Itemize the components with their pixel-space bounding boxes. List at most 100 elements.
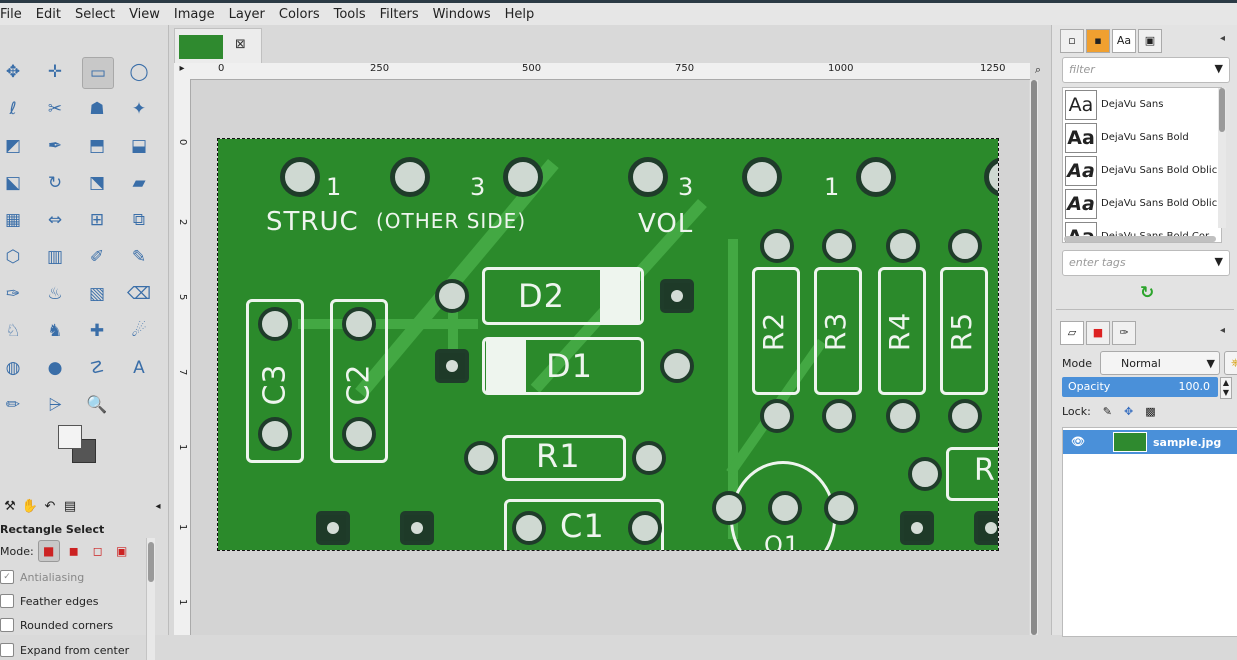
canvas-vertical-scrollbar[interactable] (1030, 80, 1038, 635)
image-tab[interactable]: ⊠ (174, 28, 262, 63)
font-item[interactable]: Aa DejaVu Sans Bold (1063, 121, 1221, 154)
menu-image[interactable]: Image (173, 6, 215, 22)
paths-tab-icon[interactable]: ✑ (1112, 321, 1136, 345)
menu-edit[interactable]: Edit (35, 6, 61, 22)
scissors-icon[interactable]: ✂ (47, 99, 63, 119)
scale-icon[interactable]: ⬔ (88, 173, 106, 193)
lock-position-icon[interactable]: ✥ (1124, 405, 1134, 418)
path-icon[interactable]: ⩥ (48, 395, 62, 415)
zoom-icon[interactable]: ⌕ (1034, 63, 1042, 76)
rounded-checkbox[interactable] (0, 618, 14, 632)
fg-select-icon[interactable]: ☗ (89, 99, 105, 119)
menu-windows[interactable]: Windows (432, 6, 491, 22)
gradient-icon[interactable]: ▥ (46, 247, 64, 267)
panel-menu-icon[interactable]: ◂ (1220, 33, 1226, 44)
rounded-option[interactable]: Rounded corners (0, 618, 113, 632)
ink-icon[interactable]: ♨ (47, 284, 63, 304)
color-swatches[interactable] (58, 425, 98, 465)
tool-options-scrollbar[interactable] (146, 538, 155, 660)
airbrush-icon[interactable]: ✑ (5, 284, 21, 304)
menu-colors[interactable]: Colors (278, 6, 320, 22)
antialiasing-checkbox[interactable]: ✓ (0, 570, 14, 584)
unified-transform-icon[interactable]: ⬓ (130, 136, 148, 156)
channels-tab-icon[interactable]: ■ (1086, 321, 1110, 345)
font-item[interactable]: Aa DejaVu Sans (1063, 88, 1221, 121)
layer-mode-switch[interactable]: ⎈ ▼ (1223, 351, 1237, 375)
crop-icon[interactable]: ⬕ (4, 173, 22, 193)
visibility-eye-icon[interactable]: 👁 (1071, 435, 1085, 448)
eraser-icon[interactable]: ⌫ (126, 284, 152, 304)
font-item[interactable]: Aa DejaVu Sans Bold Oblic (1063, 154, 1221, 187)
bucket-fill-icon[interactable]: ⬡ (5, 247, 21, 267)
patterns-tab-icon[interactable]: ▪ (1086, 29, 1110, 53)
paths-icon[interactable]: ✒ (47, 136, 63, 156)
zoom-icon[interactable]: 🔍 (86, 395, 108, 415)
fuzzy-select-icon[interactable]: ✦ (131, 99, 147, 119)
menu-tools[interactable]: Tools (333, 6, 366, 22)
perspective-clone-icon[interactable]: ✚ (89, 321, 105, 341)
warp-icon[interactable]: ⧉ (132, 210, 146, 230)
cage-icon[interactable]: ⊞ (89, 210, 105, 230)
menu-help[interactable]: Help (504, 6, 535, 22)
layer-item[interactable]: 👁 sample.jpg (1063, 430, 1237, 454)
pencil-icon[interactable]: ✎ (131, 247, 147, 267)
opacity-slider[interactable]: Opacity 100.0 (1062, 377, 1218, 397)
ellipse-select-icon[interactable]: ◯ (129, 62, 149, 82)
images-icon[interactable]: ▤ (63, 498, 77, 514)
brushes-tab-icon[interactable]: ▫ (1060, 29, 1084, 53)
tags-input[interactable]: enter tags ▼ (1062, 250, 1230, 276)
mode-add-button[interactable]: ◼ (68, 544, 79, 558)
lock-alpha-icon[interactable]: ▩ (1145, 405, 1156, 418)
menu-layer[interactable]: Layer (228, 6, 265, 22)
vertical-ruler[interactable]: 0 2 5 7 1 1 1 (174, 79, 191, 635)
font-item[interactable]: Aa DejaVu Sans Bold Oblic (1063, 187, 1221, 220)
mode-intersect-button[interactable]: ▣ (116, 544, 128, 558)
clone-icon[interactable]: ♘ (5, 321, 21, 341)
close-icon[interactable]: ⊠ (235, 37, 246, 52)
font-list[interactable]: Aa DejaVu Sans Aa DejaVu Sans Bold Aa De… (1062, 87, 1222, 243)
mode-subtract-button[interactable]: ◻ (92, 544, 103, 558)
font-list-hscrollbar[interactable] (1064, 236, 1216, 242)
menu-view[interactable]: View (129, 6, 160, 22)
chevron-down-icon[interactable]: ▼ (1214, 255, 1223, 268)
rect-select-icon[interactable]: ▭ (82, 57, 114, 89)
layers-list[interactable]: 👁 sample.jpg (1062, 427, 1237, 637)
menu-file[interactable]: File (0, 6, 22, 22)
fonts-tab-icon[interactable]: Aa (1112, 29, 1136, 53)
font-list-scrollbar[interactable] (1218, 88, 1226, 228)
quick-mask-toggle[interactable]: ▸ (174, 63, 191, 80)
tool-options-icon[interactable]: ⚒ (4, 498, 16, 514)
dodge-icon[interactable]: ◍ (5, 358, 21, 378)
menu-filters[interactable]: Filters (379, 6, 419, 22)
lock-pixels-icon[interactable]: ✎ (1102, 405, 1113, 418)
rotate-icon[interactable]: ↻ (47, 173, 63, 193)
panel-menu-icon[interactable]: ◂ (1220, 325, 1226, 336)
shear-icon[interactable]: ▰ (132, 173, 146, 193)
layer-mode-select[interactable]: Normal ▼ (1099, 351, 1220, 375)
foreground-color-swatch[interactable] (58, 425, 82, 449)
free-select-icon[interactable]: ℓ (9, 99, 17, 119)
chevron-down-icon[interactable]: ▼ (1214, 62, 1223, 75)
perspective-icon[interactable]: ▦ (4, 210, 22, 230)
color-select-icon[interactable]: ◩ (4, 136, 22, 156)
paintbrush-icon[interactable]: ✐ (89, 247, 105, 267)
panel-menu-icon[interactable]: ◂ (155, 500, 161, 512)
expand-option[interactable]: Expand from center (0, 643, 129, 657)
flip-icon[interactable]: ⇔ (47, 210, 63, 230)
mypaint-icon[interactable]: ▧ (88, 284, 106, 304)
menu-select[interactable]: Select (74, 6, 116, 22)
burn-icon[interactable]: ● (47, 358, 63, 378)
horizontal-ruler[interactable]: 0 250 500 750 1000 1250 (190, 63, 1030, 80)
mode-replace-button[interactable]: ■ (37, 540, 60, 562)
device-status-icon[interactable]: ✋ (21, 498, 39, 514)
opacity-spinner[interactable]: ▲▼ (1220, 377, 1232, 399)
undo-history-icon[interactable]: ↶ (44, 498, 56, 514)
refresh-icon[interactable]: ↻ (1140, 283, 1155, 303)
heal-icon[interactable]: ♞ (47, 321, 63, 341)
pcb-image[interactable]: 1 3 3 1 STRUC (OTHER SIDE) VOL D2 D1 C3 … (217, 138, 999, 551)
layers-tab-icon[interactable]: ▱ (1060, 321, 1084, 345)
feather-option[interactable]: Feather edges (0, 594, 99, 608)
antialiasing-option[interactable]: ✓ Antialiasing (0, 570, 84, 584)
align-icon[interactable]: ✛ (47, 62, 63, 82)
move-icon[interactable]: ✥ (5, 62, 21, 82)
